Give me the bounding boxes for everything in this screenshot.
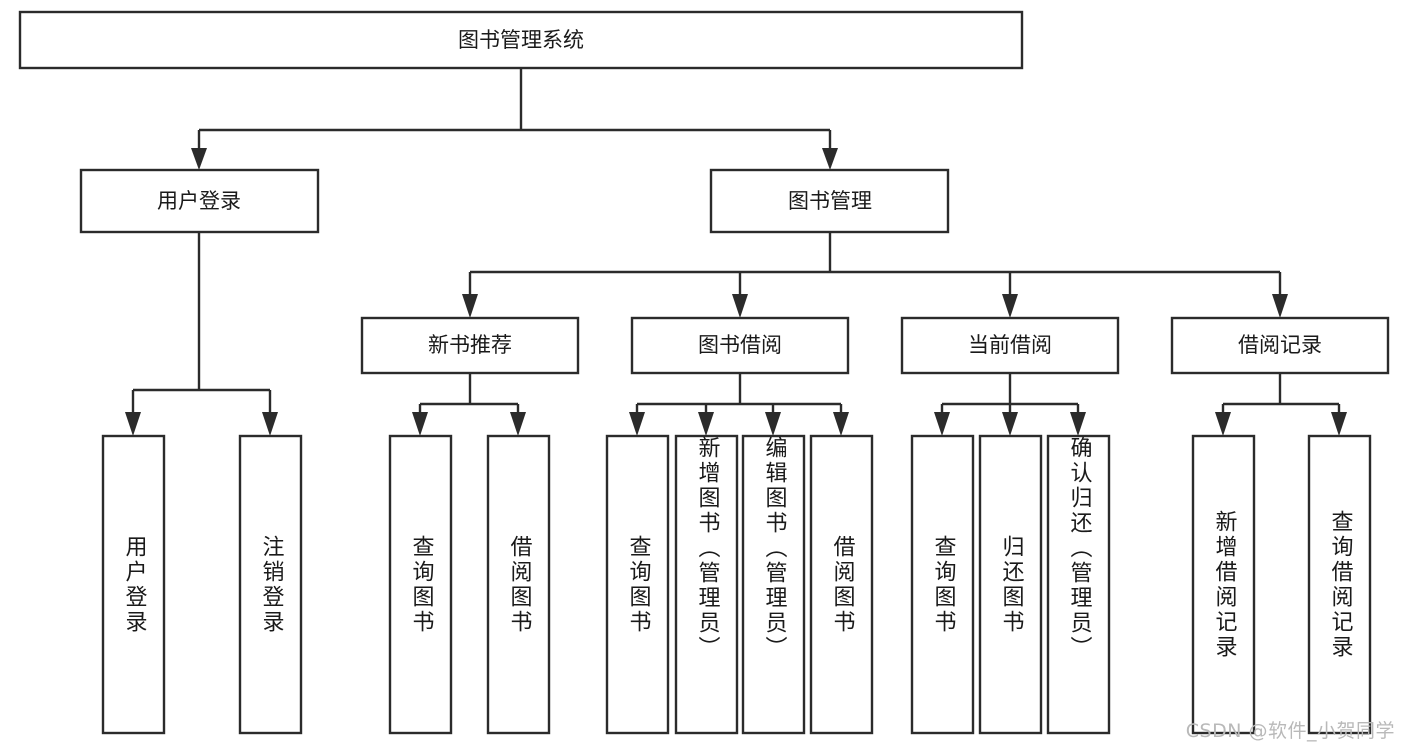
- leaf-boxes-user-login: [101, 434, 303, 735]
- node-book-management[interactable]: 图书管理: [709, 168, 950, 234]
- leaf-box-new-book-1[interactable]: [388, 434, 453, 735]
- connector-group-user-login: [125, 232, 278, 436]
- arrow-bookmgmt-to-borrow: [732, 294, 748, 318]
- arrow-userlogin-leaf1: [125, 412, 141, 436]
- arrow-bookmgmt-to-new: [462, 294, 478, 318]
- arrow-currentborrow-leaf1: [934, 412, 950, 436]
- node-borrow-record-label: 借阅记录: [1238, 333, 1322, 357]
- leaf-box-borrow-record-1[interactable]: [1191, 434, 1256, 735]
- arrow-root-to-book-mgmt: [822, 148, 838, 170]
- leaf-box-user-login-1[interactable]: [101, 434, 166, 735]
- node-root-label: 图书管理系统: [458, 28, 584, 52]
- leaf-box-new-book-2[interactable]: [486, 434, 551, 735]
- arrow-bookborrow-leaf3: [765, 412, 781, 436]
- leaf-box-borrow-record-2[interactable]: [1307, 434, 1372, 735]
- leaf-boxes-book-borrow: [605, 434, 874, 735]
- node-root[interactable]: 图书管理系统: [18, 10, 1024, 70]
- arrow-root-to-user-login: [191, 148, 207, 170]
- arrow-borrowrecord-leaf2: [1331, 412, 1347, 436]
- node-borrow-record-box[interactable]: [1170, 316, 1390, 375]
- node-user-login-label: 用户登录: [157, 189, 241, 213]
- node-new-book-recommend-label: 新书推荐: [428, 333, 512, 357]
- connector-group-root: [191, 68, 838, 170]
- csdn-watermark: CSDN @软件_小贺同学: [1185, 720, 1395, 742]
- connector-group-new-book: [412, 373, 526, 436]
- leaf-box-user-login-2[interactable]: [238, 434, 303, 735]
- arrow-borrowrecord-leaf1: [1215, 412, 1231, 436]
- leaf-boxes-new-book-recommend: [388, 434, 551, 735]
- node-new-book-recommend-box[interactable]: [360, 316, 580, 375]
- leaf-boxes-borrow-record: [1191, 434, 1372, 735]
- arrow-bookborrow-leaf4: [833, 412, 849, 436]
- node-root-box[interactable]: [18, 10, 1024, 70]
- connector-group-borrow-record: [1215, 373, 1347, 436]
- node-book-management-box[interactable]: [709, 168, 950, 234]
- node-current-borrow-box[interactable]: [900, 316, 1120, 375]
- leaf-box-book-borrow-1[interactable]: [605, 434, 670, 735]
- node-current-borrow[interactable]: 当前借阅: [900, 316, 1120, 375]
- leaf-boxes-current-borrow: [910, 434, 1111, 735]
- arrow-bookmgmt-to-current: [1002, 294, 1018, 318]
- node-book-borrow-box[interactable]: [630, 316, 850, 375]
- arrow-currentborrow-leaf3: [1070, 412, 1086, 436]
- arrow-newbook-leaf1: [412, 412, 428, 436]
- arrow-bookmgmt-to-record: [1272, 294, 1288, 318]
- leaf-box-current-borrow-3[interactable]: [1046, 434, 1111, 735]
- node-new-book-recommend[interactable]: 新书推荐: [360, 316, 580, 375]
- arrow-userlogin-leaf2: [262, 412, 278, 436]
- node-book-borrow-label: 图书借阅: [698, 333, 782, 357]
- arrow-newbook-leaf2: [510, 412, 526, 436]
- leaf-box-current-borrow-2[interactable]: [978, 434, 1043, 735]
- leaf-box-book-borrow-4[interactable]: [809, 434, 874, 735]
- node-borrow-record[interactable]: 借阅记录: [1170, 316, 1390, 375]
- node-user-login-box[interactable]: [79, 168, 320, 234]
- leaf-box-current-borrow-1[interactable]: [910, 434, 975, 735]
- leaf-box-book-borrow-2[interactable]: [674, 434, 739, 735]
- leaf-box-book-borrow-3[interactable]: [741, 434, 806, 735]
- connector-group-book-borrow: [629, 373, 849, 436]
- node-book-borrow[interactable]: 图书借阅: [630, 316, 850, 375]
- node-book-management-label: 图书管理: [788, 189, 872, 213]
- arrow-bookborrow-leaf1: [629, 412, 645, 436]
- arrow-bookborrow-leaf2: [698, 412, 714, 436]
- connector-group-book-mgmt: [462, 232, 1288, 318]
- connector-group-current-borrow: [934, 373, 1086, 436]
- node-current-borrow-label: 当前借阅: [968, 333, 1052, 357]
- node-user-login[interactable]: 用户登录: [79, 168, 320, 234]
- arrow-currentborrow-leaf2: [1002, 412, 1018, 436]
